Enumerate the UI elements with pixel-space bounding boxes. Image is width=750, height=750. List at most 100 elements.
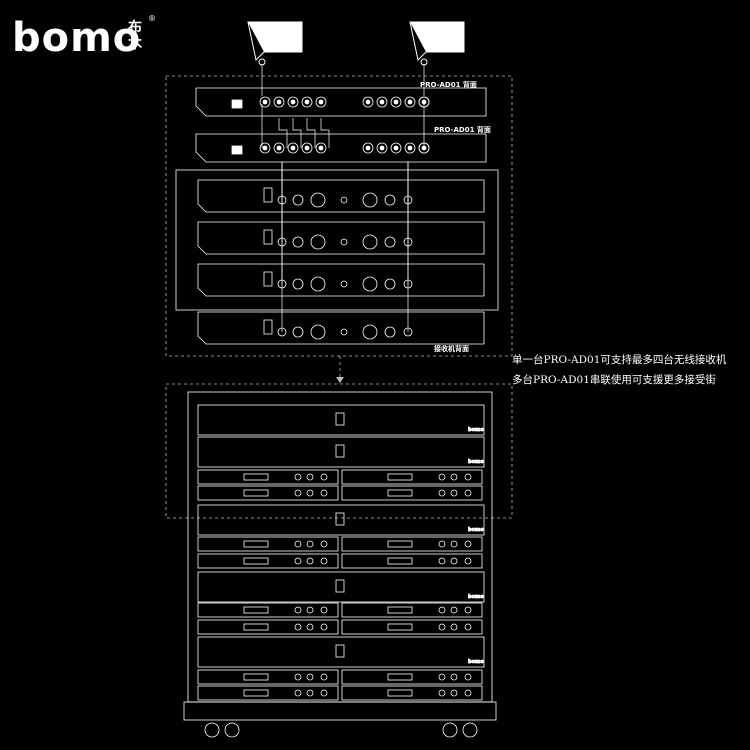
bnc-pin bbox=[407, 99, 413, 105]
bnc-port-icon bbox=[390, 142, 402, 154]
rack-receiver-knob-icon bbox=[320, 623, 328, 631]
rack-receiver-knob-icon bbox=[294, 689, 302, 697]
bnc-pin bbox=[304, 99, 310, 105]
caster-wheel-icon bbox=[442, 722, 458, 738]
bnc-port-icon bbox=[287, 96, 299, 108]
bnc-port-icon bbox=[404, 96, 416, 108]
rack-receiver-knob-icon bbox=[438, 689, 446, 697]
distributor-unit-2 bbox=[195, 133, 487, 163]
caster-wheel-icon bbox=[204, 722, 220, 738]
rack-distributor-switch-icon bbox=[335, 579, 345, 593]
rack-receiver-knob-icon bbox=[294, 673, 302, 681]
receiver-jack-icon bbox=[340, 280, 348, 288]
bnc-port-icon bbox=[273, 96, 285, 108]
bnc-pin bbox=[393, 145, 399, 151]
rack-receiver-knob-icon bbox=[320, 473, 328, 481]
rack-receiver-pair-2 bbox=[197, 469, 483, 485]
receiver-jack-icon bbox=[340, 328, 348, 336]
xlr-port-icon bbox=[310, 234, 326, 250]
rack-receiver-knob-icon bbox=[438, 673, 446, 681]
bnc-port-icon bbox=[301, 96, 313, 108]
rack-distributor-switch-icon bbox=[335, 412, 345, 426]
bnc-pin bbox=[318, 99, 324, 105]
rack-receiver-display bbox=[243, 489, 269, 497]
rack-receiver-knob-icon bbox=[294, 473, 302, 481]
rack-receiver-knob-icon bbox=[438, 489, 446, 497]
rack-frame bbox=[187, 391, 493, 703]
cable-split bbox=[278, 118, 288, 148]
receiver-chassis bbox=[197, 221, 485, 255]
bnc-port-icon bbox=[315, 96, 327, 108]
bnc-pin bbox=[421, 99, 427, 105]
rack-receiver-pair-6 bbox=[197, 553, 483, 569]
rack-distributor-7: bomo bbox=[197, 571, 485, 603]
rack-distributor-10: bomo bbox=[197, 636, 485, 668]
rack-receiver-knob-icon bbox=[438, 540, 446, 548]
rack-base bbox=[183, 701, 497, 721]
receiver-power-icon bbox=[263, 319, 273, 335]
receiver-power-icon bbox=[263, 187, 273, 203]
lower-dashed-frame bbox=[165, 383, 513, 519]
rack-receiver-knob-icon bbox=[464, 606, 472, 614]
rack-receiver-knob-icon bbox=[306, 623, 314, 631]
rack-receiver-knob-icon bbox=[464, 540, 472, 548]
xlr-port-icon bbox=[310, 324, 326, 340]
rack-receiver-display bbox=[387, 489, 413, 497]
rack-receiver-half bbox=[341, 553, 483, 569]
rack-receiver-knob-icon bbox=[294, 606, 302, 614]
label-distributor-back-2: PRO-AD01 背面 bbox=[434, 126, 491, 134]
caster-wheel-icon bbox=[462, 722, 478, 738]
distributor-chassis bbox=[195, 133, 487, 163]
rack-receiver-display bbox=[387, 689, 413, 697]
receiver-chassis bbox=[197, 311, 485, 345]
bnc-pin bbox=[407, 145, 413, 151]
power-switch-icon bbox=[231, 99, 243, 109]
bnc-pin bbox=[262, 145, 268, 151]
brand-logo-chinese: 布木 bbox=[128, 20, 142, 52]
distributor-unit-1 bbox=[195, 87, 487, 117]
receiver-chassis bbox=[197, 179, 485, 213]
xlr-port-icon bbox=[362, 234, 378, 250]
xlr-port-icon bbox=[362, 276, 378, 292]
bnc-pin bbox=[276, 145, 282, 151]
note-line-1: 单一台PRO-AD01可支持最多四台无线接收机 bbox=[512, 354, 727, 366]
bnc-port-icon bbox=[301, 142, 313, 154]
rack-receiver-display bbox=[243, 689, 269, 697]
rack-receiver-knob-icon bbox=[450, 606, 458, 614]
rack-receiver-knob-icon bbox=[294, 489, 302, 497]
rack-distributor-0: bomo bbox=[197, 404, 485, 436]
receiver-unit-2 bbox=[197, 221, 485, 255]
rack-receiver-knob-icon bbox=[294, 623, 302, 631]
bnc-pin bbox=[379, 99, 385, 105]
rack-receiver-half bbox=[197, 685, 339, 701]
bnc-port-icon bbox=[315, 142, 327, 154]
rack-receiver-knob-icon bbox=[450, 540, 458, 548]
rack-receiver-pair-9 bbox=[197, 619, 483, 635]
rack-receiver-half bbox=[341, 602, 483, 618]
cable-split bbox=[306, 118, 316, 148]
rack-receiver-knob-icon bbox=[438, 473, 446, 481]
rack-distributor-1: bomo bbox=[197, 436, 485, 468]
rack-receiver-knob-icon bbox=[464, 473, 472, 481]
rack-receiver-display bbox=[387, 557, 413, 565]
rack-receiver-knob-icon bbox=[306, 489, 314, 497]
rack-receiver-display bbox=[387, 673, 413, 681]
xlr-port-icon bbox=[310, 276, 326, 292]
rack-receiver-half bbox=[197, 669, 339, 685]
rack-receiver-knob-icon bbox=[320, 689, 328, 697]
rack-receiver-display bbox=[243, 673, 269, 681]
rack-receiver-half bbox=[341, 469, 483, 485]
rack-receiver-knob-icon bbox=[464, 623, 472, 631]
rack-receiver-display bbox=[243, 540, 269, 548]
antenna-edge bbox=[247, 21, 265, 62]
rack-receiver-knob-icon bbox=[438, 623, 446, 631]
label-receiver-back: 接收机背面 bbox=[434, 345, 469, 353]
rack-receiver-knob-icon bbox=[464, 673, 472, 681]
rack-receiver-knob-icon bbox=[450, 489, 458, 497]
rack-receiver-knob-icon bbox=[306, 473, 314, 481]
rack-receiver-half bbox=[197, 469, 339, 485]
rack-distributor-panel bbox=[197, 636, 485, 668]
cable-split bbox=[320, 118, 330, 148]
rack-receiver-display bbox=[387, 623, 413, 631]
rack-unit-brand: bomo bbox=[468, 594, 484, 600]
